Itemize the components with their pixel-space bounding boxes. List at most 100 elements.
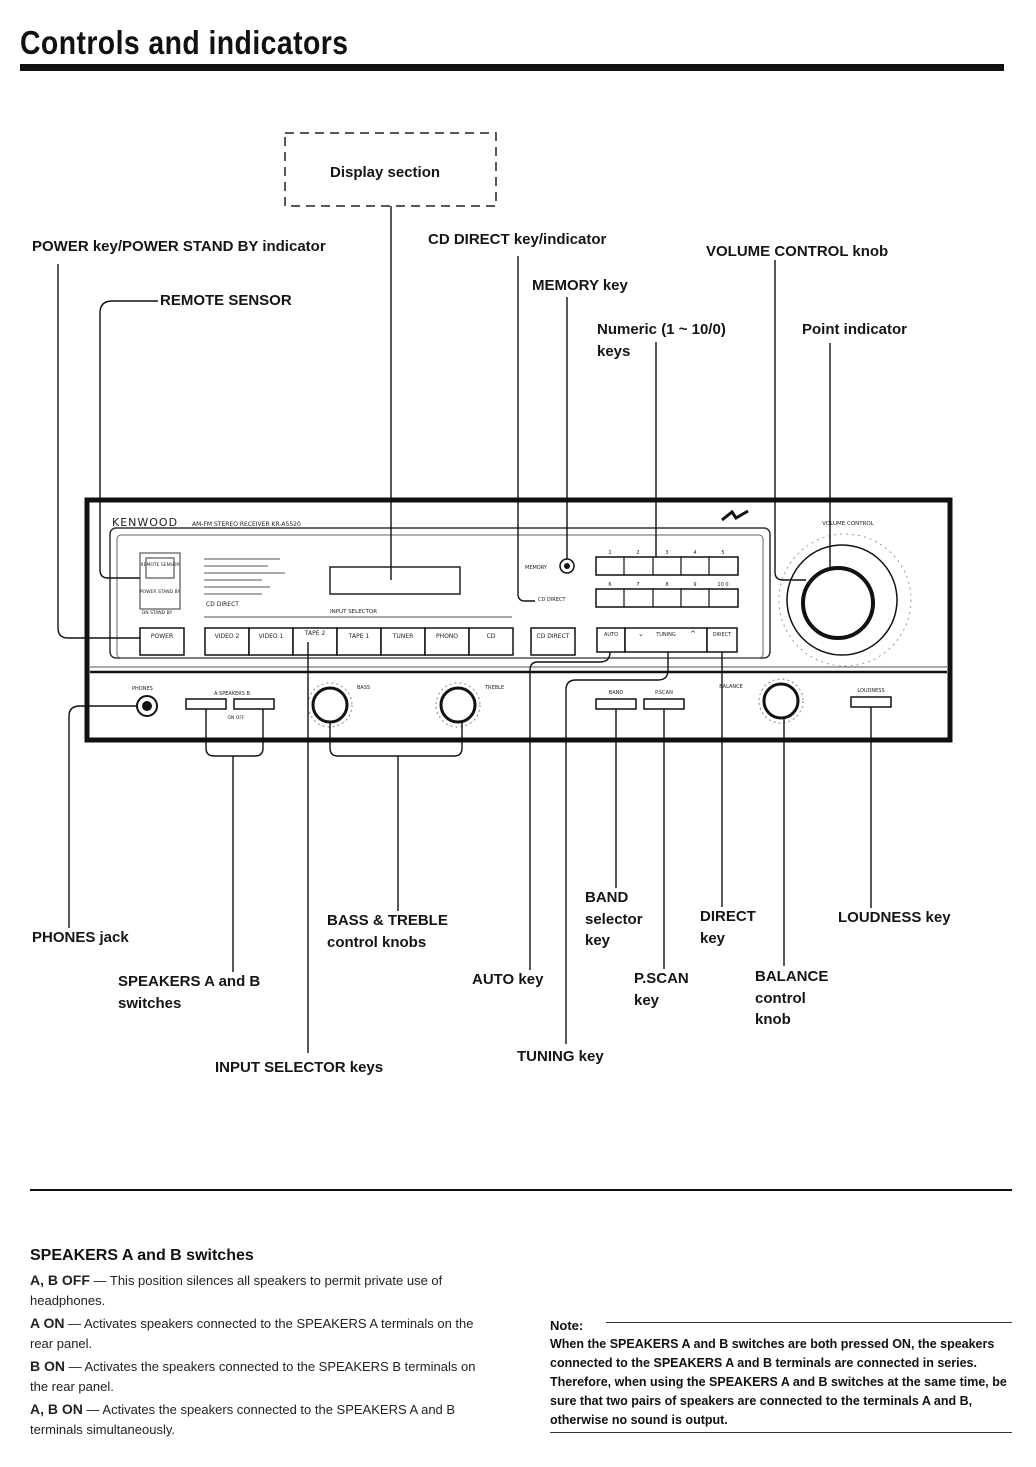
- numeric-keys: [595, 556, 739, 608]
- numeric-label: 1: [608, 550, 611, 556]
- numeric-label: 2: [636, 550, 639, 556]
- note-rule-top: [606, 1322, 1012, 1323]
- tuning-up-icon: ^: [690, 630, 696, 638]
- note-box: Note: When the SPEAKERS A and B switches…: [550, 1316, 1012, 1430]
- speakers-b-switch: [233, 698, 275, 710]
- definition-item: A, B ON — Activates the speakers connect…: [30, 1401, 456, 1437]
- numeric-label: 3: [665, 550, 668, 556]
- display-section-label: Display section: [330, 164, 441, 181]
- cd-direct-btn-text: CD DIRECT: [537, 633, 570, 640]
- phono-button: [424, 627, 470, 656]
- band-key: [595, 698, 637, 710]
- treble-knob: [439, 686, 477, 724]
- numeric-label: 8: [665, 582, 668, 588]
- definition-item: A, B OFF — This position silences all sp…: [30, 1272, 443, 1308]
- definition-text: Activates the speakers connected to the …: [30, 1402, 456, 1437]
- cd-button: [468, 627, 514, 656]
- auto-btn-text: AUTO: [604, 632, 618, 638]
- memory-label: MEMORY key: [532, 277, 628, 294]
- remote-sensor-window: [139, 552, 181, 610]
- title-rule: [20, 64, 1004, 71]
- direct-button: [706, 627, 738, 653]
- brand-text: KENWOOD: [112, 516, 178, 529]
- bass-panel-text: BASS: [357, 685, 370, 691]
- tuner-button: [380, 627, 426, 656]
- speakers-label: SPEAKERS A and B: [118, 973, 261, 990]
- phones-label: PHONES jack: [32, 929, 129, 946]
- tuner-btn-text: TUNER: [392, 633, 414, 640]
- balance-label-line3: knob: [755, 1011, 791, 1028]
- volume-knob-outer: [786, 544, 898, 656]
- cd-btn-text: CD: [487, 633, 496, 640]
- volume-knob: [801, 566, 875, 640]
- balance-knob: [762, 682, 800, 720]
- speakers-onoff-text: ON OFF: [227, 715, 244, 721]
- definition-text: Activates speakers connected to the SPEA…: [30, 1316, 474, 1351]
- speakers-label-line2: switches: [118, 995, 182, 1012]
- treble-panel-text: TREBLE: [484, 685, 504, 691]
- numeric-label: 6: [608, 582, 611, 588]
- tape1-btn-text: TAPE 1: [348, 633, 370, 640]
- video1-btn-text: VIDEO 1: [259, 633, 284, 640]
- video1-button: [248, 627, 294, 656]
- power-standby-text: POWER STAND BY: [140, 589, 181, 595]
- bass-treble-label-line2: control knobs: [327, 934, 427, 951]
- cd-direct-small-text: CD DIRECT: [206, 601, 239, 608]
- page-title: Controls and indicators: [20, 24, 349, 61]
- display-info-lines: [204, 558, 285, 595]
- tuning-button: [624, 627, 708, 653]
- note-rule-bottom: [550, 1432, 1012, 1433]
- display-section-callout: [284, 132, 497, 207]
- cd-direct-button: [530, 627, 576, 656]
- memory-panel-text: MEMORY: [525, 565, 548, 571]
- direct-btn-text: DIRECT: [713, 632, 732, 638]
- speakers-a-switch: [185, 698, 227, 710]
- band-label-line2: selector: [585, 911, 643, 928]
- bass-treble-label: BASS & TREBLE: [327, 912, 448, 929]
- brand-logo-icon: [721, 509, 749, 522]
- band-label: BAND: [585, 889, 629, 906]
- note-text: When the SPEAKERS A and B switches are b…: [550, 1337, 1007, 1427]
- volume-label: VOLUME CONTROL knob: [706, 243, 889, 260]
- direct-label-line2: key: [700, 930, 726, 947]
- phono-btn-text: PHONO: [436, 633, 458, 640]
- section-divider: [30, 1189, 1012, 1191]
- remote-sensor-text: REMOTE SENSOR: [140, 562, 179, 568]
- note-heading: Note:: [550, 1318, 584, 1333]
- pscan-panel-text: P.SCAN: [655, 690, 673, 696]
- loudness-panel-text: LOUDNESS: [857, 688, 884, 694]
- pscan-label-line2: key: [634, 992, 660, 1009]
- band-panel-text: BAND: [609, 690, 624, 696]
- numeric-label: Numeric (1 ~ 10/0): [597, 321, 726, 338]
- balance-panel-text: BALANCE: [719, 684, 743, 690]
- numeric-label: 5: [721, 550, 724, 556]
- definition-text: Activates the speakers connected to the …: [30, 1359, 476, 1394]
- model-text: AM-FM STEREO RECEIVER KR-A5520: [192, 521, 301, 528]
- auto-label: AUTO key: [472, 971, 544, 988]
- numeric-label-line2: keys: [597, 343, 631, 360]
- point-indicator-label: Point indicator: [802, 321, 907, 338]
- volume-control-text: VOLUME CONTROL: [822, 521, 875, 527]
- band-label-line3: key: [585, 932, 611, 949]
- display-window: [329, 566, 461, 595]
- receiver-diagram: KENWOOD AM-FM STEREO RECEIVER KR-A5520 R…: [57, 132, 953, 1053]
- leader-lines: [57, 206, 872, 1053]
- definition-text: This position silences all speakers to p…: [30, 1273, 443, 1308]
- loudness-key: [850, 696, 892, 708]
- loudness-label: LOUDNESS key: [838, 909, 951, 926]
- speakers-panel-text: A SPEAKERS B: [214, 691, 250, 697]
- power-button: [139, 627, 185, 656]
- auto-button: [596, 627, 626, 653]
- numeric-label: 7: [636, 582, 639, 588]
- balance-label-line2: control: [755, 990, 806, 1007]
- remote-sensor-label: REMOTE SENSOR: [160, 292, 292, 309]
- direct-label: DIRECT: [700, 908, 756, 925]
- power-btn-text: POWER: [151, 633, 173, 640]
- numeric-label: 9: [693, 582, 696, 588]
- numeric-label: 10 0: [717, 582, 728, 588]
- tape2-button: [292, 627, 338, 656]
- definition-term: A, B OFF: [30, 1272, 90, 1288]
- speakers-definitions: A, B OFF — This position silences all sp…: [30, 1270, 500, 1440]
- tuning-btn-text: TUNING: [655, 632, 676, 638]
- definition-term: A, B ON: [30, 1401, 83, 1417]
